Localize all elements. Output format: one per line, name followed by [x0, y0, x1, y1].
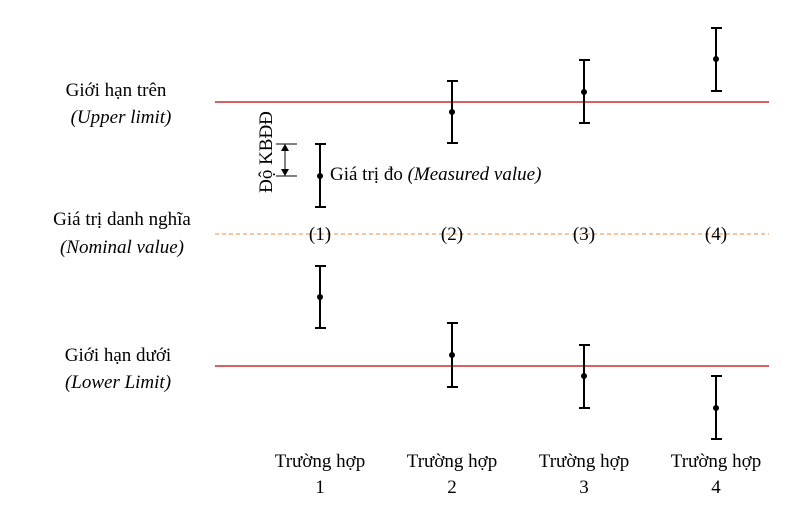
- uncertainty-label: Độ KBĐĐ: [256, 111, 277, 193]
- uncertainty-arrow-down: [281, 169, 289, 176]
- case-1-measured-point: [317, 173, 323, 179]
- case-1-low-measured-point: [317, 294, 323, 300]
- measured-value-label-en: (Measured value): [408, 164, 542, 185]
- case-3-lower-measured-point: [581, 373, 587, 379]
- case-2-lower-measured-point: [449, 352, 455, 358]
- case-3-lower-error-bar: [579, 344, 590, 409]
- case-4-lower-measured-point: [713, 405, 719, 411]
- case-4-lower-error-bar: [711, 375, 722, 440]
- uncertainty-arrow-up: [281, 144, 289, 151]
- case-1-error-bar: [315, 143, 326, 208]
- upper-limit-label: Giới hạn trên: [66, 80, 167, 101]
- case-2-upper-error-bar: [447, 80, 458, 144]
- lower-limit-label-en: (Lower Limit): [65, 372, 171, 393]
- case-1-caption: Trường hợp: [275, 451, 365, 472]
- nominal-value-label-en: (Nominal value): [60, 237, 184, 258]
- case-3-caption-number: 3: [579, 477, 589, 498]
- case-2-number-label: (2): [441, 224, 463, 245]
- case-4-upper-error-bar: [711, 27, 722, 92]
- measured-value-label: Giá trị đo (Measured value): [330, 164, 541, 185]
- case-2-caption: Trường hợp: [407, 451, 497, 472]
- case-2-upper-measured-point: [449, 109, 455, 115]
- case-3-upper-error-bar: [579, 59, 590, 124]
- case-4-upper-measured-point: [713, 56, 719, 62]
- case-1-low-error-bar: [315, 265, 326, 329]
- uncertainty-indicator: [276, 143, 297, 177]
- case-3-number-label: (3): [573, 224, 595, 245]
- case-2-lower-error-bar: [447, 322, 458, 388]
- measured-value-label-vi: Giá trị đo: [330, 164, 408, 185]
- case-2-caption-number: 2: [447, 477, 457, 498]
- case-1-caption-number: 1: [315, 477, 325, 498]
- case-3-caption: Trường hợp: [539, 451, 629, 472]
- case-1-number-label: (1): [309, 224, 331, 245]
- case-4-caption: Trường hợp: [671, 451, 761, 472]
- nominal-value-label: Giá trị danh nghĩa: [53, 209, 191, 230]
- case-4-caption-number: 4: [711, 477, 721, 498]
- case-4-number-label: (4): [705, 224, 727, 245]
- lower-limit-label: Giới hạn dưới: [65, 345, 171, 366]
- upper-limit-label-en: (Upper limit): [71, 107, 172, 128]
- case-3-upper-measured-point: [581, 89, 587, 95]
